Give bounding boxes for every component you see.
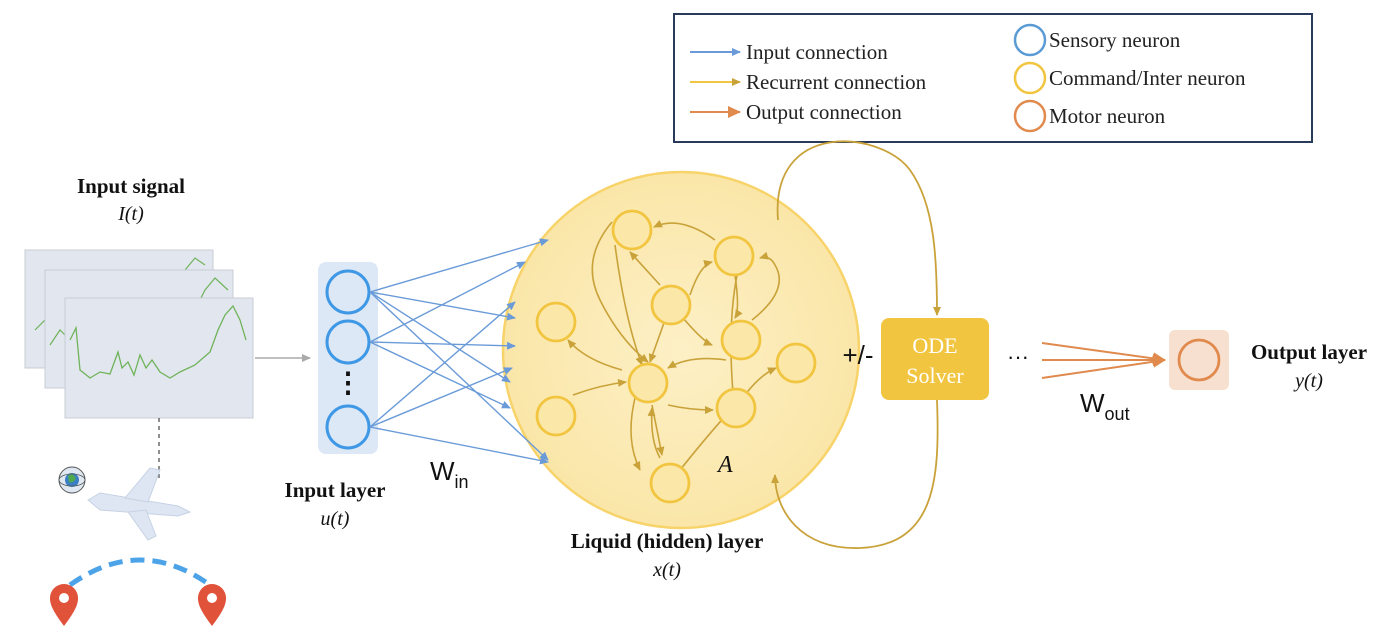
input-connection: [369, 291, 549, 461]
input-connection: [369, 341, 516, 350]
liquid-layer-title: Liquid (hidden) layer: [571, 529, 764, 553]
legend-sensory-icon: [1013, 23, 1047, 57]
recurrent-connection: [629, 251, 661, 286]
output-connection: [1041, 342, 1166, 365]
w-out-label: Wout: [1080, 388, 1130, 424]
signal-panel-front: [64, 297, 254, 419]
plus-minus-label: +/-: [842, 340, 873, 370]
recurrent-connection: [567, 339, 623, 371]
ode-solver: ODE Solver: [881, 318, 989, 400]
input-connection: [369, 261, 526, 343]
legend-motor-label: Motor neuron: [1049, 104, 1166, 128]
recurrent-connection: [648, 319, 666, 363]
inter-neuron: [627, 362, 669, 404]
flight-path: [68, 557, 212, 588]
airplane-icon: [87, 467, 192, 541]
liquid-to-ode-loop: [776, 140, 941, 316]
legend-input-label: Input connection: [746, 40, 888, 64]
input-connection: [369, 426, 549, 465]
recurrent-connection: [751, 251, 780, 321]
inter-neuron: [775, 342, 817, 384]
input-connection: [369, 291, 511, 383]
input-connection: [369, 341, 511, 409]
output-connections: [1041, 342, 1166, 379]
recurrent-connection: [667, 404, 714, 414]
input-connection: [369, 301, 516, 428]
legend-sensory-label: Sensory neuron: [1049, 28, 1181, 52]
inter-neurons: [535, 209, 817, 504]
w-in-label: Win: [430, 456, 469, 492]
sensory-neuron-3: [325, 404, 371, 450]
output-layer-title: Output layer: [1251, 340, 1367, 364]
recurrent-connection: [667, 357, 727, 369]
legend-inter-label: Command/Inter neuron: [1049, 66, 1246, 90]
legend: Input connection Recurrent connection Ou…: [673, 13, 1313, 143]
input-signal: Input signal I(t): [24, 174, 311, 626]
location-pin-icon-right: [198, 584, 226, 626]
location-pin-icon-left: [50, 584, 78, 626]
matrix-a-label: A: [716, 452, 733, 478]
recurrent-connection: [630, 397, 641, 471]
ellipsis-dots: ···: [1007, 344, 1029, 369]
input-connection: [369, 238, 549, 293]
recurrent-connection: [647, 407, 661, 459]
ode-to-liquid-loop: [771, 399, 939, 549]
input-layer-symbol: u(t): [321, 508, 350, 530]
input-connections: [369, 238, 549, 465]
input-connection: [369, 367, 513, 428]
input-signal-symbol: I(t): [117, 203, 144, 225]
recurrent-connection: [614, 244, 643, 366]
motor-neuron: [1177, 338, 1221, 382]
globe-icon: [58, 466, 86, 494]
legend-box: [673, 13, 1313, 143]
inter-neuron: [535, 301, 577, 343]
input-signal-title: Input signal: [77, 174, 185, 198]
inter-neuron: [720, 319, 762, 361]
recurrent-connection: [689, 260, 713, 296]
inter-neuron: [535, 395, 577, 437]
inter-neuron: [611, 209, 653, 251]
legend-output-label: Output connection: [746, 100, 902, 124]
legend-inter-icon: [1013, 61, 1047, 95]
inter-neuron: [715, 387, 757, 429]
output-connection: [1041, 355, 1166, 379]
liquid-layer-symbol: x(t): [652, 559, 681, 581]
recurrent-connection: [572, 378, 627, 396]
input-layer-ellipsis: ⋮: [334, 368, 362, 399]
inter-neuron: [650, 284, 692, 326]
liquid-layer: [501, 170, 861, 530]
legend-motor-icon: [1013, 99, 1047, 133]
output-layer-symbol: y(t): [1293, 370, 1323, 392]
inter-neuron: [649, 462, 691, 504]
recurrent-connection: [653, 220, 716, 241]
input-layer: ⋮ Input layer u(t): [285, 262, 386, 530]
ode-solver-line2: Solver: [906, 363, 964, 388]
liquid-layer-circle: [501, 170, 861, 530]
input-layer-title: Input layer: [285, 478, 386, 502]
signal-trace-front: [69, 304, 247, 379]
ode-solver-line1: ODE: [912, 333, 957, 358]
recurrent-connection: [591, 221, 649, 363]
sensory-neuron-2: [325, 319, 371, 365]
sensory-neuron-1: [325, 269, 371, 315]
output-layer: Output layer y(t): [1169, 330, 1367, 392]
ode-solver-box: [881, 318, 989, 400]
inter-neuron: [713, 235, 755, 277]
legend-recurrent-label: Recurrent connection: [746, 70, 927, 94]
